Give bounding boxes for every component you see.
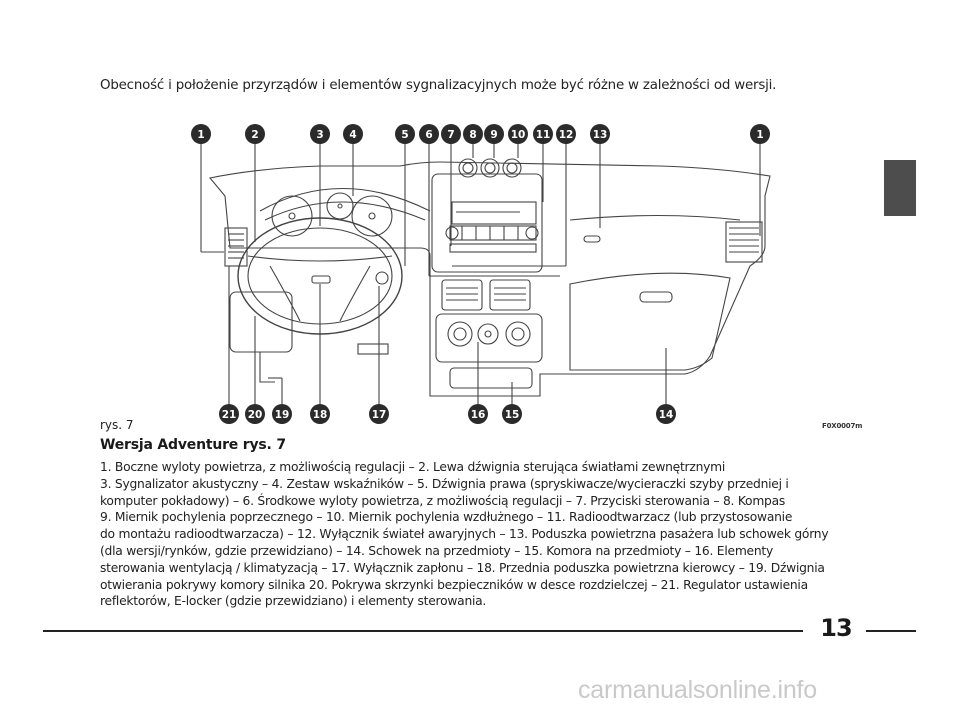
- intro-text: Obecność i położenie przyrządów i elemen…: [100, 78, 777, 93]
- caption-line: sterowania wentylacją / klimatyzacją – 1…: [100, 560, 825, 575]
- callout-top-number-1: 1: [197, 129, 204, 141]
- caption-line: 1. Boczne wyloty powietrza, z możliwości…: [100, 460, 726, 474]
- callout-markers-bottom: 21 20 19 18 17 16 15 14: [219, 404, 676, 424]
- callout-bottom-marker-19: [272, 404, 292, 424]
- callout-bottom-number-17: 17: [372, 409, 387, 421]
- callout-top-marker-3: [310, 124, 330, 144]
- footer-rule-left: [43, 630, 803, 632]
- callout-top-number-1: 1: [756, 129, 763, 141]
- callout-top-marker-10: [508, 124, 528, 144]
- callout-top-marker-7: [441, 124, 461, 144]
- callout-bottom-marker-15: [502, 404, 522, 424]
- watermark-text: carmanualsonline.info: [578, 676, 818, 704]
- callout-bottom-marker-21: [219, 404, 239, 424]
- callout-bottom-marker-18: [310, 404, 330, 424]
- callout-top-number-11: 11: [536, 129, 551, 141]
- caption-line: reflektorów, E-locker (gdzie przewidzian…: [100, 594, 487, 609]
- callout-top-number-5: 5: [401, 129, 408, 141]
- callout-top-number-13: 13: [593, 129, 608, 141]
- callout-top-number-3: 3: [316, 129, 323, 141]
- caption-line: komputer pokładowy) – 6. Środkowe wyloty…: [100, 493, 786, 508]
- callout-bottom-number-16: 16: [471, 409, 486, 421]
- callout-top-marker-1: [191, 124, 211, 144]
- caption-line: (dla wersji/rynków, gdzie przewidziano) …: [100, 543, 773, 558]
- callout-bottom-marker-14: [656, 404, 676, 424]
- callout-top-marker-5: [395, 124, 415, 144]
- callout-top-marker-12: [556, 124, 576, 144]
- page-number: 13: [820, 614, 852, 642]
- callout-top-number-2: 2: [251, 129, 258, 141]
- caption-line: 9. Miernik pochylenia poprzecznego – 10.…: [100, 510, 793, 525]
- callout-top-number-4: 4: [349, 129, 356, 141]
- callout-bottom-number-15: 15: [505, 409, 520, 421]
- callout-bottom-number-19: 19: [275, 409, 290, 421]
- caption-line: otwierania pokrywy komory silnika 20. Po…: [100, 577, 808, 592]
- callout-bottom-marker-20: [245, 404, 265, 424]
- callout-top-number-7: 7: [447, 129, 454, 141]
- callout-bottom-number-14: 14: [659, 409, 674, 421]
- callout-bottom-marker-17: [369, 404, 389, 424]
- callout-top-marker-13: [590, 124, 610, 144]
- callout-bottom-number-20: 20: [248, 409, 263, 421]
- figure-label: rys. 7: [100, 418, 134, 432]
- caption-line: 3. Sygnalizator akustyczny – 4. Zestaw w…: [100, 476, 789, 491]
- callout-top-marker-11: [533, 124, 553, 144]
- figure-code: F0X0007m: [822, 422, 863, 430]
- callout-top-number-8: 8: [469, 129, 476, 141]
- callout-bottom-number-21: 21: [222, 409, 237, 421]
- callout-top-marker-1: [750, 124, 770, 144]
- caption-body: 1. Boczne wyloty powietrza, z możliwości…: [100, 459, 870, 610]
- callout-top-marker-2: [245, 124, 265, 144]
- caption-title: Wersja Adventure rys. 7: [100, 437, 286, 453]
- callout-top-marker-4: [343, 124, 363, 144]
- callout-top-number-9: 9: [490, 129, 497, 141]
- caption-line: do montażu radioodtwarzacza) – 12. Wyłąc…: [100, 527, 829, 542]
- callout-top-number-6: 6: [425, 129, 432, 141]
- callout-bottom-marker-16: [468, 404, 488, 424]
- callout-top-marker-6: [419, 124, 439, 144]
- callout-top-marker-8: [463, 124, 483, 144]
- callout-bottom-number-18: 18: [313, 409, 328, 421]
- section-tab-marker: [884, 160, 916, 216]
- callout-top-marker-9: [484, 124, 504, 144]
- footer-rule-right: [866, 630, 916, 632]
- callout-top-number-12: 12: [559, 129, 574, 141]
- callout-top-number-10: 10: [511, 129, 526, 141]
